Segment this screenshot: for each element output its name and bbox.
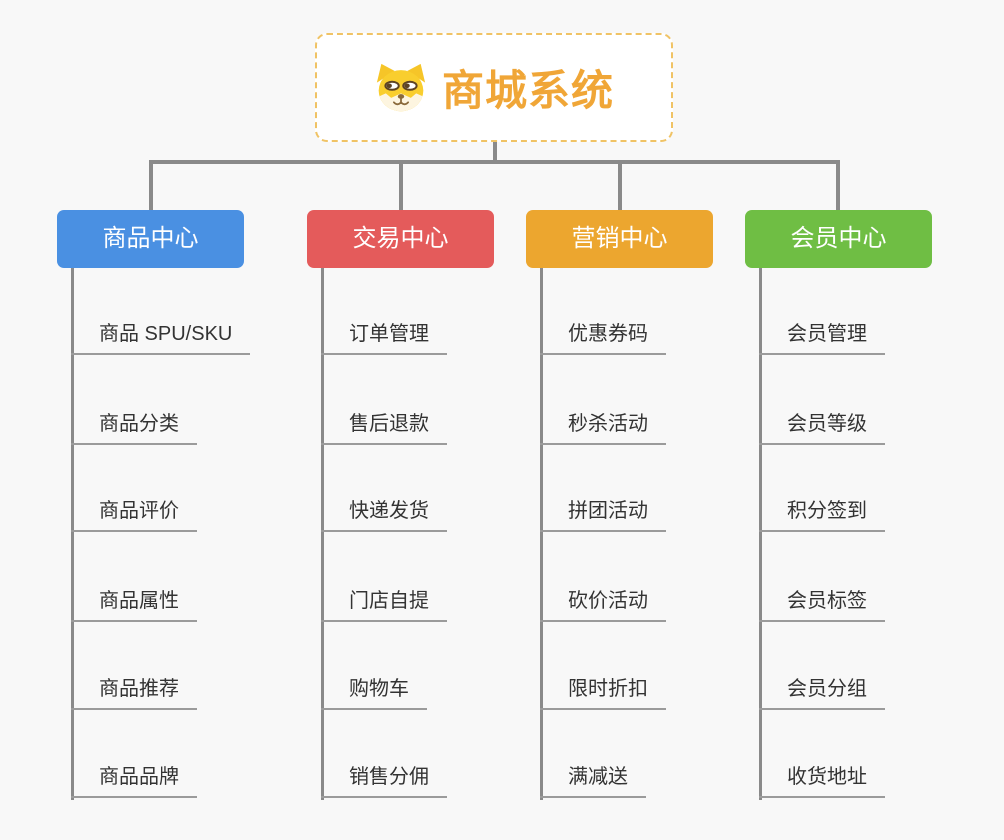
topic-product-attribute[interactable]: 商品属性	[71, 588, 197, 622]
topic-member-tag[interactable]: 会员标签	[759, 588, 885, 622]
topic-shopping-cart[interactable]: 购物车	[321, 676, 427, 710]
connector-trunk	[540, 268, 543, 800]
topic-member-group[interactable]: 会员分组	[759, 676, 885, 710]
topic-limited-time-discount[interactable]: 限时折扣	[540, 676, 666, 710]
branch-marketing-center[interactable]: 营销中心	[526, 210, 713, 268]
topic-bargain-activity[interactable]: 砍价活动	[540, 588, 666, 622]
topic-aftersale-refund[interactable]: 售后退款	[321, 411, 447, 445]
topic-express-delivery[interactable]: 快递发货	[321, 498, 447, 532]
connector-root-stub	[493, 141, 497, 162]
root-topic[interactable]: 商城系统	[315, 33, 673, 142]
topic-product-recommend[interactable]: 商品推荐	[71, 676, 197, 710]
topic-member-management[interactable]: 会员管理	[759, 321, 885, 355]
connector-drop	[618, 160, 622, 210]
topic-flash-sale[interactable]: 秒杀活动	[540, 411, 666, 445]
topic-product-spu-sku[interactable]: 商品 SPU/SKU	[71, 321, 251, 355]
topic-order-management[interactable]: 订单管理	[321, 321, 447, 355]
root-topic-label: 商城系统	[441, 67, 614, 114]
connector-bus	[149, 160, 840, 164]
topic-product-review[interactable]: 商品评价	[71, 498, 197, 532]
connector-drop	[399, 160, 403, 210]
topic-shipping-address[interactable]: 收货地址	[759, 764, 885, 798]
topic-group-buy[interactable]: 拼团活动	[540, 498, 666, 532]
topic-member-level[interactable]: 会员等级	[759, 411, 885, 445]
topic-coupon-code[interactable]: 优惠券码	[540, 321, 666, 355]
topic-store-pickup[interactable]: 门店自提	[321, 588, 447, 622]
connector-trunk	[759, 268, 762, 800]
branch-member-center[interactable]: 会员中心	[745, 210, 932, 268]
topic-product-category[interactable]: 商品分类	[71, 411, 197, 445]
branch-trade-center[interactable]: 交易中心	[307, 210, 494, 268]
topic-full-reduction[interactable]: 满减送	[540, 764, 646, 798]
branch-product-center[interactable]: 商品中心	[57, 210, 244, 268]
connector-trunk	[71, 268, 74, 800]
topic-product-brand[interactable]: 商品品牌	[71, 764, 197, 798]
shiba-dog-icon	[376, 63, 426, 111]
topic-sales-commission[interactable]: 销售分佣	[321, 764, 447, 798]
connector-drop	[149, 160, 153, 210]
connector-trunk	[321, 268, 324, 800]
connector-drop	[836, 160, 840, 210]
topic-points-checkin[interactable]: 积分签到	[759, 498, 885, 532]
